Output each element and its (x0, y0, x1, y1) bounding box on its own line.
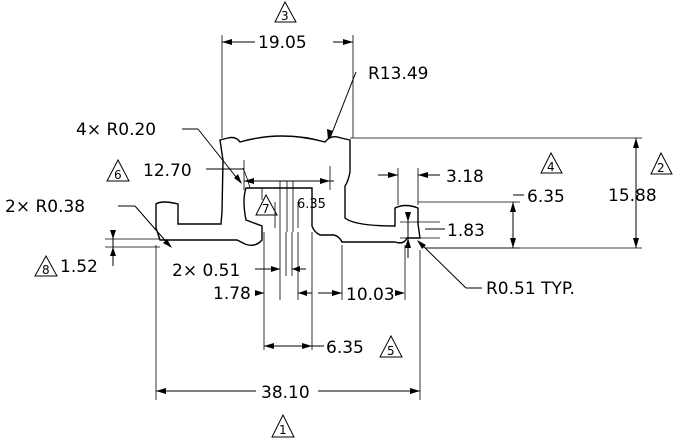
dim-flange-thickness: 1.52 (60, 230, 160, 277)
label-top-width: 19.05 (258, 33, 307, 53)
callout-1: 1 (271, 413, 295, 438)
callout-2-label: 2 (657, 161, 665, 175)
label-notch-width: 3.18 (446, 167, 484, 187)
label-total-height: 15.88 (608, 186, 657, 206)
label-flange-thickness: 1.52 (60, 257, 98, 277)
dim-notch-width: 3.18 (378, 167, 484, 205)
label-notch-height: 6.35 (527, 187, 565, 207)
dim-rail-width: 10.03 (318, 245, 406, 305)
label-rail-width: 10.03 (346, 285, 395, 305)
callout-5-label: 5 (387, 344, 395, 358)
label-groove-span: 6.35 (326, 338, 364, 358)
label-slot-width: 2× 0.51 (172, 261, 240, 281)
callout-3: 3 (274, 0, 297, 23)
dim-groove-span: 6.35 (264, 232, 364, 358)
dim-side-radius: 2× R0.38 (5, 197, 172, 248)
label-overall-width: 38.10 (261, 383, 310, 403)
callout-4: 4 (540, 151, 563, 174)
dim-center-depth: 6.35 (279, 181, 326, 232)
dim-fillet-radius: R0.51 TYP. (417, 240, 575, 299)
callout-4-label: 4 (547, 160, 555, 174)
callout-7-label: 7 (262, 202, 270, 216)
label-top-radius: R13.49 (368, 64, 428, 84)
label-fillet-radius: R0.51 TYP. (486, 279, 575, 299)
callout-2: 2 (650, 151, 673, 175)
dim-notch-height: 6.35 (418, 187, 565, 249)
callout-6: 6 (106, 158, 130, 182)
callout-8-label: 8 (42, 263, 50, 277)
callout-6-label: 6 (114, 168, 122, 182)
dim-inner-width: 12.70 (143, 160, 334, 190)
callout-3-label: 3 (281, 9, 289, 23)
profile-outline (155, 135, 421, 247)
dim-overall-width: 38.10 (155, 245, 421, 403)
dim-total-height: 15.88 (350, 137, 657, 249)
label-side-radius: 2× R0.38 (5, 197, 85, 217)
label-inner-width: 12.70 (143, 161, 192, 181)
label-step-height: 1.83 (447, 221, 485, 241)
callout-7: 7 (255, 193, 278, 216)
dim-top-radius: R13.49 (327, 64, 428, 140)
callout-5: 5 (379, 334, 403, 358)
label-center-depth: 6.35 (297, 197, 326, 212)
label-corner-radius: 4× R0.20 (76, 120, 156, 140)
dim-top-width: 19.05 (221, 33, 354, 138)
dim-slot: 2× 0.51 1.78 (172, 232, 312, 350)
callout-8: 8 (34, 254, 58, 277)
callout-1-label: 1 (279, 423, 287, 437)
dim-corner-radius: 4× R0.20 (76, 120, 242, 184)
label-slot-pitch: 1.78 (213, 284, 251, 304)
dim-step-height: 1.83 (400, 212, 485, 258)
